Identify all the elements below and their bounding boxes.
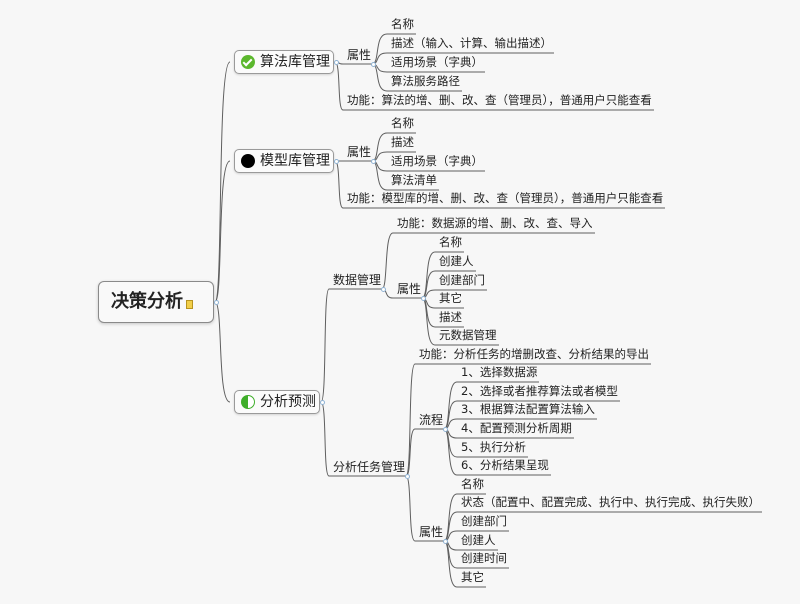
collapse-dot[interactable] [405, 473, 410, 479]
collapse-dot[interactable] [443, 538, 448, 544]
b1-func[interactable]: 功能：算法的增、删、改、查（管理员），普通用户只能查看 [347, 93, 652, 107]
b2-attr-label[interactable]: 属性 [347, 145, 372, 159]
task-attr-5[interactable]: 其它 [461, 570, 484, 584]
b2-func[interactable]: 功能：模型库的增、删、改、查（管理员），普通用户只能查看 [347, 191, 664, 205]
branch-analysis-forecast[interactable]: 分析预测 [234, 390, 320, 414]
b2-attr-1[interactable]: 描述 [391, 135, 414, 149]
flow-step-6[interactable]: 6、分析结果呈现 [461, 458, 549, 472]
collapse-dot[interactable] [371, 158, 376, 164]
collapse-dot[interactable] [421, 295, 426, 301]
branch-model-library[interactable]: 模型库管理 [234, 149, 334, 173]
branch-algorithm-library[interactable]: 算法库管理 [234, 50, 334, 74]
branch-label: 算法库管理 [260, 54, 330, 70]
data-mgmt[interactable]: 数据管理 [333, 273, 382, 287]
b2-attr-2[interactable]: 适用场景（字典） [391, 154, 483, 168]
b2-attr-0[interactable]: 名称 [391, 116, 414, 130]
flow-step-4[interactable]: 4、配置预测分析周期 [461, 421, 572, 435]
task-attr-3[interactable]: 创建人 [461, 533, 496, 547]
data-attr-3[interactable]: 其它 [439, 291, 462, 305]
branch-label: 模型库管理 [260, 153, 330, 169]
task-attr-1[interactable]: 状态（配置中、配置完成、执行中、执行完成、执行失败） [461, 495, 760, 509]
b2-attr-3[interactable]: 算法清单 [391, 173, 437, 187]
collapse-dot[interactable] [334, 158, 339, 164]
flow-step-2[interactable]: 2、选择或者推荐算法或者模型 [461, 384, 618, 398]
data-mgmt-attr-label[interactable]: 属性 [397, 282, 422, 296]
branch-label: 分析预测 [260, 394, 316, 410]
b1-attr-3[interactable]: 算法服务路径 [391, 74, 460, 88]
collapse-dot[interactable] [334, 59, 339, 65]
b1-attr-label[interactable]: 属性 [347, 48, 372, 62]
data-attr-5[interactable]: 元数据管理 [439, 328, 497, 342]
collapse-dot[interactable] [214, 299, 219, 305]
b1-attr-1[interactable]: 描述（输入、计算、输出描述） [391, 36, 552, 50]
b1-attr-2[interactable]: 适用场景（字典） [391, 55, 483, 69]
collapse-dot[interactable] [443, 426, 448, 432]
check-icon [241, 55, 255, 69]
root-topic[interactable]: 决策分析 [98, 281, 214, 323]
task-mgmt[interactable]: 分析任务管理 [333, 460, 406, 474]
task-attr-0[interactable]: 名称 [461, 477, 484, 491]
collapse-dot[interactable] [320, 399, 325, 405]
data-attr-2[interactable]: 创建部门 [439, 273, 485, 287]
b1-attr-0[interactable]: 名称 [391, 17, 414, 31]
data-attr-4[interactable]: 描述 [439, 310, 462, 324]
task-attr-2[interactable]: 创建部门 [461, 514, 507, 528]
task-attr-4[interactable]: 创建时间 [461, 551, 507, 565]
collapse-dot[interactable] [371, 61, 376, 67]
task-flow-label[interactable]: 流程 [419, 413, 444, 427]
progress-half-icon [241, 395, 255, 409]
data-attr-1[interactable]: 创建人 [439, 254, 474, 268]
data-attr-0[interactable]: 名称 [439, 235, 462, 249]
progress-full-icon [241, 154, 255, 168]
flow-step-1[interactable]: 1、选择数据源 [461, 365, 538, 379]
note-icon [186, 299, 193, 309]
task-attr-label[interactable]: 属性 [419, 525, 444, 539]
root-label: 决策分析 [111, 291, 183, 312]
collapse-dot[interactable] [381, 286, 386, 292]
flow-step-5[interactable]: 5、执行分析 [461, 440, 526, 454]
flow-step-3[interactable]: 3、根据算法配置算法输入 [461, 402, 595, 416]
task-mgmt-func[interactable]: 功能：分析任务的增删改查、分析结果的导出 [419, 347, 649, 361]
data-mgmt-func[interactable]: 功能：数据源的增、删、改、查、导入 [397, 216, 593, 230]
